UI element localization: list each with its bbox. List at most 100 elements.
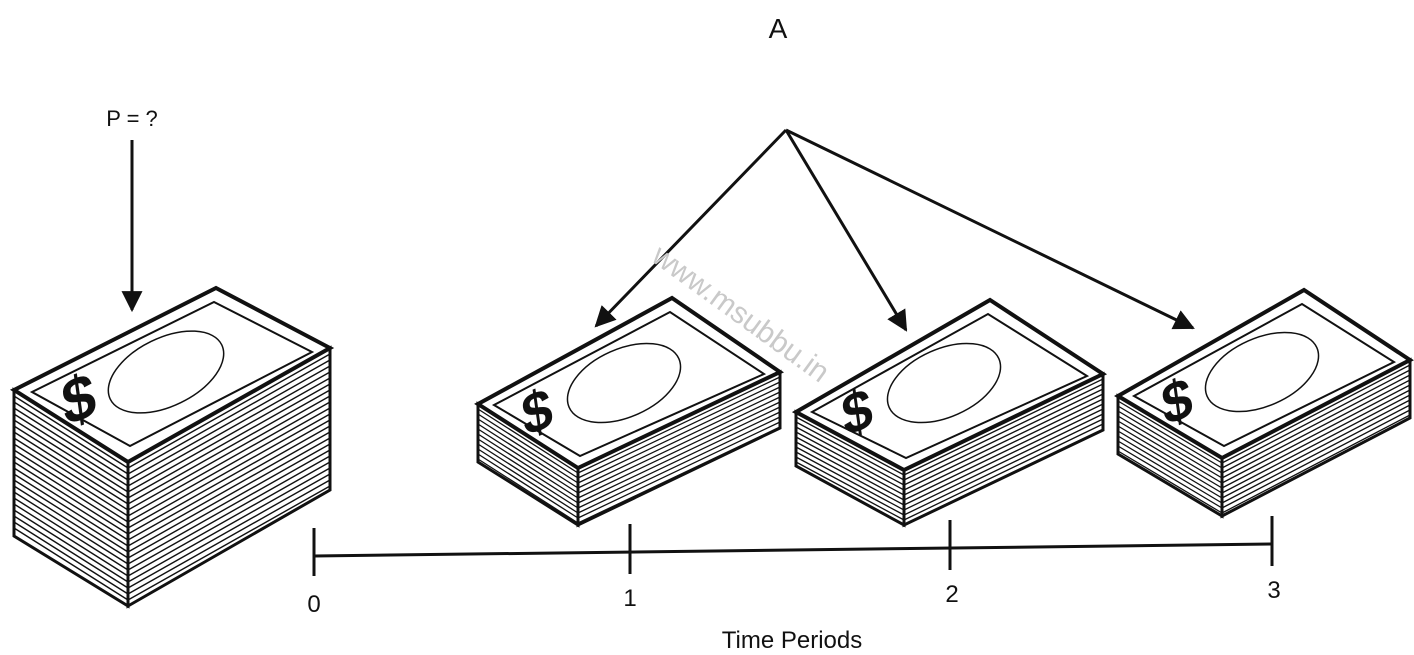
money-stack-icon: $ (474, 295, 784, 528)
stack-edge-line (795, 421, 905, 481)
stack-edge-line (477, 443, 579, 509)
stack-edge-line (1221, 414, 1411, 514)
stack-edge-line (577, 411, 781, 509)
stack-edge-line (1117, 435, 1223, 499)
stack-edge-line (1117, 420, 1223, 484)
stack-edge-line (127, 443, 331, 559)
stack-edge-line (13, 497, 129, 571)
stack-edge-line (1117, 410, 1223, 474)
stack-edge-line (477, 413, 579, 479)
stack-edge-line (477, 438, 579, 504)
stack-edge-line (13, 449, 129, 523)
stack-edge-line (127, 407, 331, 523)
stack-edge-line (127, 365, 331, 481)
stack-edge-line (13, 407, 129, 481)
stack-edge-line (903, 413, 1104, 511)
stack-edge-line (1221, 409, 1411, 509)
stack-edge-line (903, 383, 1104, 481)
stack-edge-line (1117, 425, 1223, 489)
stack-edge-line (577, 396, 781, 494)
stack-edge-line (477, 458, 579, 524)
stack-edge-line (127, 425, 331, 541)
stack-edge-line (127, 455, 331, 571)
tick-label-3: 3 (1267, 577, 1280, 604)
stack-edge-line (477, 418, 579, 484)
stack-edge-line (13, 431, 129, 505)
stack-edge-line (127, 431, 331, 547)
stack-edge-line (13, 521, 129, 595)
stack-edge-line (477, 448, 579, 514)
stack-edge-line (477, 408, 579, 474)
stack-edge-line (127, 419, 331, 535)
stack-edge-line (127, 413, 331, 529)
stack-edge-line (903, 388, 1104, 486)
stack-edge-line (903, 418, 1104, 516)
stack-edge-line (1117, 445, 1223, 509)
stack-edge-line (577, 391, 781, 489)
stack-edge-line (127, 395, 331, 511)
stack-edge-line (903, 393, 1104, 491)
money-stack-icon: $ (791, 297, 1108, 528)
stack-edge-line (1221, 399, 1411, 499)
stack-edge-line (1117, 440, 1223, 504)
stack-edge-line (795, 461, 905, 521)
stack-edge-line (577, 386, 781, 484)
timeline: 0 1 2 3 Time Periods (307, 516, 1281, 654)
money-stack-icon: $ (1114, 287, 1414, 519)
stack-edge-line (13, 479, 129, 553)
tick-label-1: 1 (623, 585, 636, 612)
stack-edge-line (13, 443, 129, 517)
stack-edge-line (13, 503, 129, 577)
stack-edge-line (127, 389, 331, 505)
stack-edge-line (13, 437, 129, 511)
stack-edge-line (13, 527, 129, 601)
stack-edge-line (477, 453, 579, 519)
stack-edge-line (13, 413, 129, 487)
money-stack-icon: $ (9, 285, 335, 609)
stack-edge-line (795, 431, 905, 491)
stack-edge-line (127, 485, 331, 601)
stack-edge-line (903, 423, 1104, 521)
stack-edge-line (795, 436, 905, 496)
stack-edge-line (127, 353, 331, 469)
stack-edge-line (1117, 405, 1223, 469)
stack-edge-line (13, 395, 129, 469)
stack-edge-line (13, 455, 129, 529)
stack-edge-line (795, 441, 905, 501)
arrow-a-to-2-icon (784, 129, 908, 332)
stack-edge-line (1117, 415, 1223, 479)
stack-edge-line (127, 377, 331, 493)
x-axis-label: Time Periods (722, 627, 862, 654)
stack-edge-line (127, 383, 331, 499)
stack-edge-line (127, 467, 331, 583)
stack-edge-line (903, 408, 1104, 506)
label-a: A (769, 13, 788, 44)
stack-edge-line (1221, 394, 1411, 494)
stack-edge-line (13, 467, 129, 541)
stack-edge-line (577, 426, 781, 524)
stack-edge-line (1221, 389, 1411, 489)
stack-edge-line (577, 421, 781, 519)
stack-edge-line (13, 491, 129, 565)
arrow-a-to-3-icon (785, 128, 1195, 330)
stack-edge-line (795, 426, 905, 486)
timeline-axis (313, 542, 1273, 558)
stack-edge-line (127, 401, 331, 517)
stack-edge-line (1221, 404, 1411, 504)
stack-edge-line (477, 428, 579, 494)
stack-edge-line (13, 425, 129, 499)
stack-edge-line (13, 485, 129, 559)
stack-edge-line (577, 406, 781, 504)
stack-edge-line (903, 398, 1104, 496)
stack-edge-line (127, 359, 331, 475)
stack-edge-line (13, 515, 129, 589)
stack-edge-line (13, 461, 129, 535)
stack-edge-line (127, 371, 331, 487)
tick-label-2: 2 (945, 581, 958, 608)
stack-edge-line (13, 509, 129, 583)
label-p: P = ? (106, 106, 158, 131)
stack-edge-line (1221, 374, 1411, 474)
stack-edge-line (795, 416, 905, 476)
stack-edge-line (1221, 364, 1411, 464)
